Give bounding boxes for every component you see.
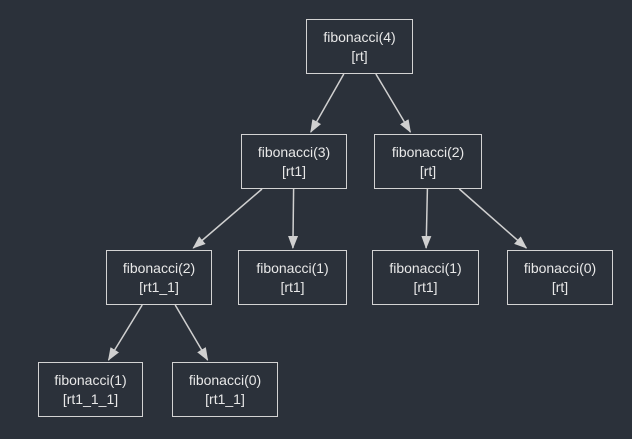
node-call-label: fibonacci(3)	[257, 143, 331, 160]
node-var-label: [rt1_1]	[139, 278, 179, 295]
tree-node-fibonacci-2-rt1-1: fibonacci(2) [rt1_1]	[106, 250, 212, 305]
tree-node-fibonacci-3: fibonacci(3) [rt1]	[241, 134, 347, 189]
tree-node-fibonacci-2-rt: fibonacci(2) [rt]	[374, 134, 482, 189]
edge-n3-n8	[174, 304, 209, 361]
node-var-label: [rt]	[351, 47, 368, 64]
node-var-label: [rt1]	[280, 278, 305, 295]
edge-n0-n2	[375, 73, 412, 133]
edge-n1-n4	[288, 188, 299, 249]
node-call-label: fibonacci(4)	[323, 28, 396, 45]
node-call-label: fibonacci(2)	[391, 143, 465, 160]
tree-node-fibonacci-0-rt1-1: fibonacci(0) [rt1_1]	[172, 362, 278, 417]
tree-node-fibonacci-4: fibonacci(4) [rt]	[306, 19, 413, 74]
node-call-label: fibonacci(0)	[188, 371, 262, 388]
node-var-label: [rt]	[419, 162, 437, 179]
edge-n1-n3	[192, 188, 263, 249]
tree-node-fibonacci-0-rt: fibonacci(0) [rt]	[507, 250, 613, 305]
node-call-label: fibonacci(1)	[256, 259, 329, 276]
node-var-label: [rt1]	[281, 162, 307, 179]
tree-node-fibonacci-1-rt1-1-1: fibonacci(1) [rt1_1_1]	[38, 362, 143, 417]
node-var-label: [rt1_1]	[205, 390, 245, 407]
edge-n2-n5	[421, 188, 432, 249]
tree-node-fibonacci-1-rt1: fibonacci(1) [rt1]	[238, 250, 347, 305]
edge-n3-n7	[107, 304, 143, 361]
node-call-label: fibonacci(0)	[523, 259, 597, 276]
node-var-label: [rt1]	[413, 278, 438, 295]
edge-n0-n1	[310, 73, 345, 133]
node-var-label: [rt1_1_1]	[62, 390, 119, 407]
node-call-label: fibonacci(2)	[122, 259, 196, 276]
node-call-label: fibonacci(1)	[389, 259, 462, 276]
node-var-label: [rt]	[551, 278, 569, 295]
tree-node-fibonacci-1-rt1-right: fibonacci(1) [rt1]	[372, 250, 479, 305]
edge-n2-n6	[458, 188, 528, 249]
node-call-label: fibonacci(1)	[54, 371, 127, 388]
